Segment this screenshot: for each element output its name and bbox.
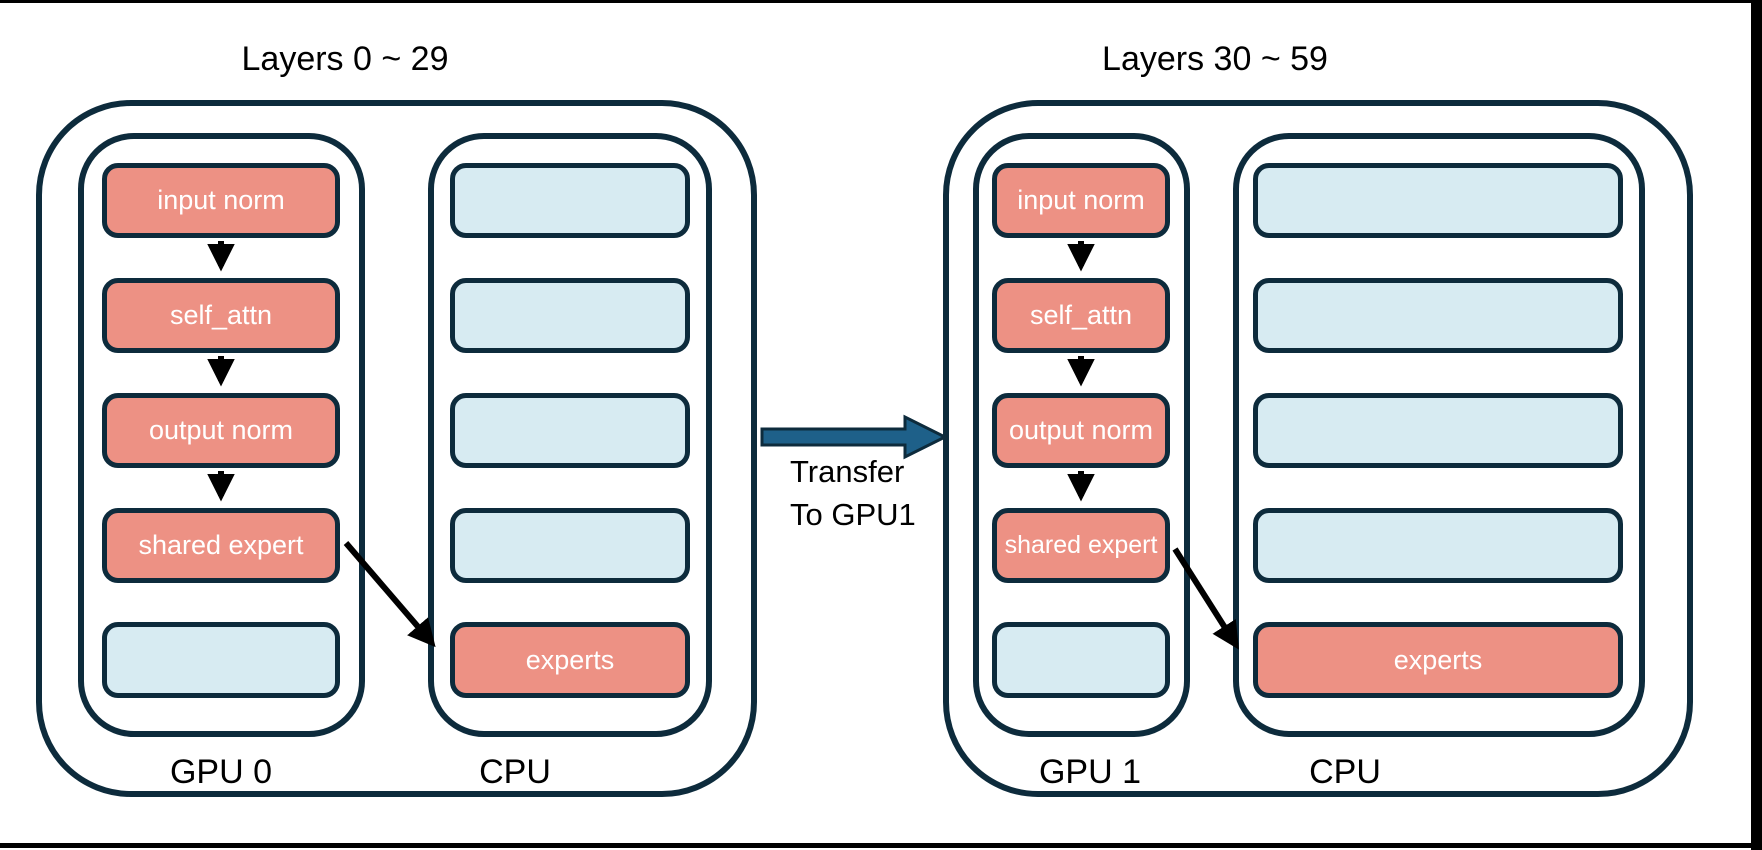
cpu1-empty-box-3	[1253, 393, 1623, 468]
gpu1-empty-box	[992, 622, 1170, 698]
cpu0-empty-box-1	[450, 163, 690, 238]
gpu0-input-norm-box: input norm	[102, 163, 340, 238]
cpu0-empty-box-4	[450, 508, 690, 583]
gpu1-shared-expert-box: shared expert	[992, 508, 1170, 583]
gpu1-self-attn-label: self_attn	[1029, 300, 1133, 330]
cpu1-empty-box-2	[1253, 278, 1623, 353]
cpu0-label: CPU	[479, 753, 551, 791]
cpu0-empty-box-3	[450, 393, 690, 468]
gpu1-output-norm-box: output norm	[992, 393, 1170, 468]
cpu1-empty-box-4	[1253, 508, 1623, 583]
cpu1-experts-label: experts	[1393, 644, 1483, 675]
gpu1-output-norm-label: output norm	[1008, 415, 1154, 445]
cpu1-label: CPU	[1309, 753, 1381, 791]
gpu0-shared-expert-box: shared expert	[102, 508, 340, 583]
gpu0-output-norm-label: output norm	[148, 415, 294, 445]
gpu1-label: GPU 1	[1038, 753, 1142, 791]
gpu0-shared-expert-label: shared expert	[138, 530, 304, 560]
cpu0-experts-box: experts	[450, 622, 690, 698]
gpu1-shared-expert-label: shared expert	[1004, 531, 1158, 559]
gpu0-empty-box	[102, 622, 340, 698]
cpu1-experts-box: experts	[1253, 622, 1623, 698]
screenshot-right-border	[1751, 0, 1762, 850]
transfer-line1: Transfer	[790, 454, 905, 489]
cpu0-experts-label: experts	[525, 644, 615, 675]
screenshot-bottom-border	[0, 843, 1762, 848]
gpu1-self-attn-box: self_attn	[992, 278, 1170, 353]
transfer-annotation: Transfer To GPU1	[790, 450, 916, 536]
gpu0-label: GPU 0	[169, 753, 273, 791]
group-title-layers-0-29: Layers 0 ~ 29	[241, 40, 449, 78]
gpu0-input-norm-label: input norm	[157, 185, 285, 215]
screenshot-top-border	[0, 0, 1762, 3]
group-title-layers-30-59: Layers 30 ~ 59	[1102, 40, 1328, 78]
gpu0-self-attn-box: self_attn	[102, 278, 340, 353]
gpu0-self-attn-label: self_attn	[169, 300, 273, 330]
gpu1-input-norm-box: input norm	[992, 163, 1170, 238]
cpu1-empty-box-1	[1253, 163, 1623, 238]
gpu0-output-norm-box: output norm	[102, 393, 340, 468]
gpu1-input-norm-label: input norm	[1017, 185, 1145, 215]
cpu0-empty-box-2	[450, 278, 690, 353]
transfer-line2: To GPU1	[790, 497, 916, 532]
